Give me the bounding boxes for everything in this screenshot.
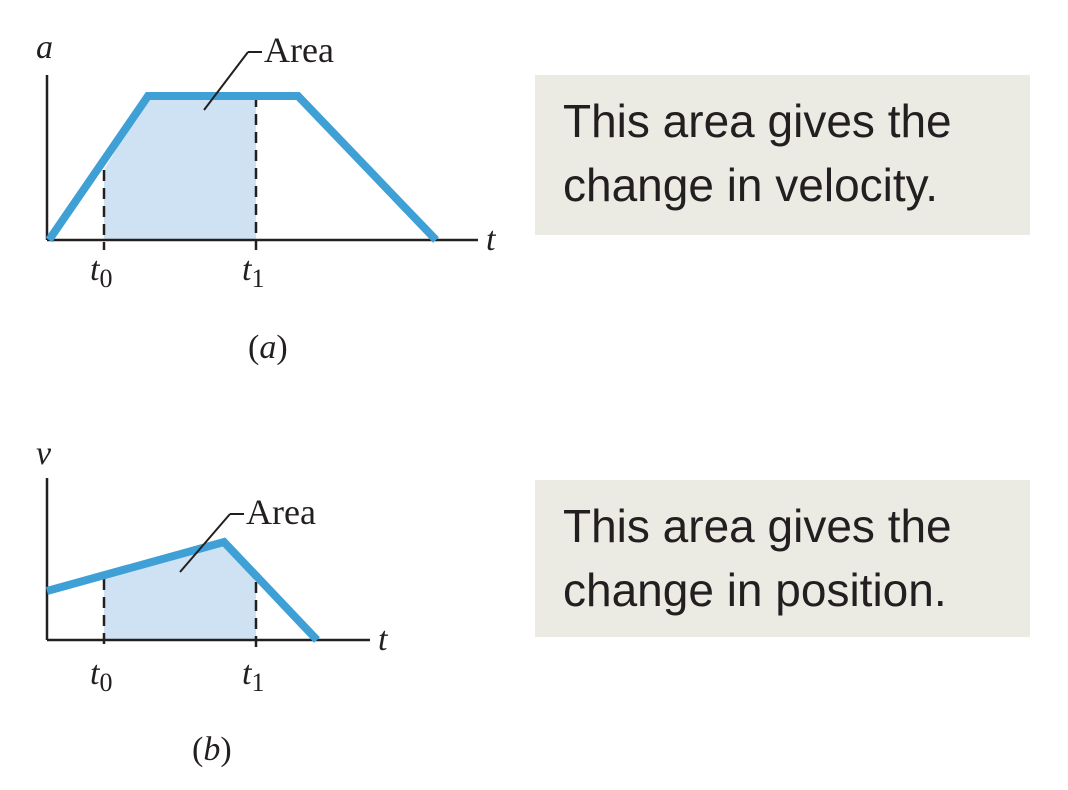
panel-b-shaded-area — [104, 542, 256, 640]
panel-a-t0-subscript: 0 — [99, 264, 112, 293]
panel-b-caption: (b) — [192, 731, 232, 768]
panel-b-velocity-curve — [45, 537, 320, 643]
panel-a-x-axis-label: t — [486, 221, 497, 258]
panel-b-explanation-line-1: This area gives the — [563, 500, 952, 552]
panel-a-shaded-area — [104, 96, 256, 240]
panel-b-t1-letter: t — [242, 655, 253, 692]
panel-a-area-label: Area — [264, 30, 334, 70]
panel-a-caption-open: ( — [248, 329, 259, 366]
panel-a-t0-letter: t — [90, 251, 101, 288]
panel-b-t1-subscript: 1 — [251, 668, 264, 697]
panel-b-graph: Area v t t0 t1 (b) — [36, 435, 389, 768]
panel-b-y-axis-label: v — [36, 435, 52, 472]
panel-a-caption-close: ) — [276, 329, 287, 366]
panel-b-caption-letter: b — [203, 731, 220, 768]
panel-b-t0-subscript: 0 — [99, 668, 112, 697]
panel-b-t0-letter: t — [90, 655, 101, 692]
panel-b-caption-close: ) — [220, 731, 231, 768]
panel-b-explanation-box: This area gives the change in position. — [535, 480, 1030, 637]
panel-a-caption-letter: a — [259, 329, 276, 366]
panel-b-x-axis-label: t — [378, 621, 389, 658]
panel-b-caption-open: ( — [192, 731, 203, 768]
panel-a-explanation-line-1: This area gives the — [563, 95, 952, 147]
panel-a-t1-label: t1 — [242, 251, 264, 293]
panel-a-area-leader-line — [203, 51, 249, 111]
panel-a-t0-label: t0 — [90, 251, 112, 293]
panel-a-explanation-box: This area gives the change in velocity. — [535, 75, 1030, 235]
panel-b-area-label: Area — [246, 492, 316, 532]
panel-a-acceleration-curve — [45, 92, 439, 243]
panel-a-t1-subscript: 1 — [251, 264, 264, 293]
panel-a-graph: Area a t t0 t1 (a) — [36, 29, 497, 366]
panel-a-explanation-line-2: change in velocity. — [563, 159, 939, 211]
panel-b-explanation-line-2: change in position. — [563, 564, 947, 616]
panel-a-t1-letter: t — [242, 251, 253, 288]
panel-a-y-axis-label: a — [36, 29, 53, 66]
panel-a-caption: (a) — [248, 329, 288, 366]
panel-b-t1-label: t1 — [242, 655, 264, 697]
panel-b-area-leader-line — [179, 513, 231, 573]
panel-b-t0-label: t0 — [90, 655, 112, 697]
